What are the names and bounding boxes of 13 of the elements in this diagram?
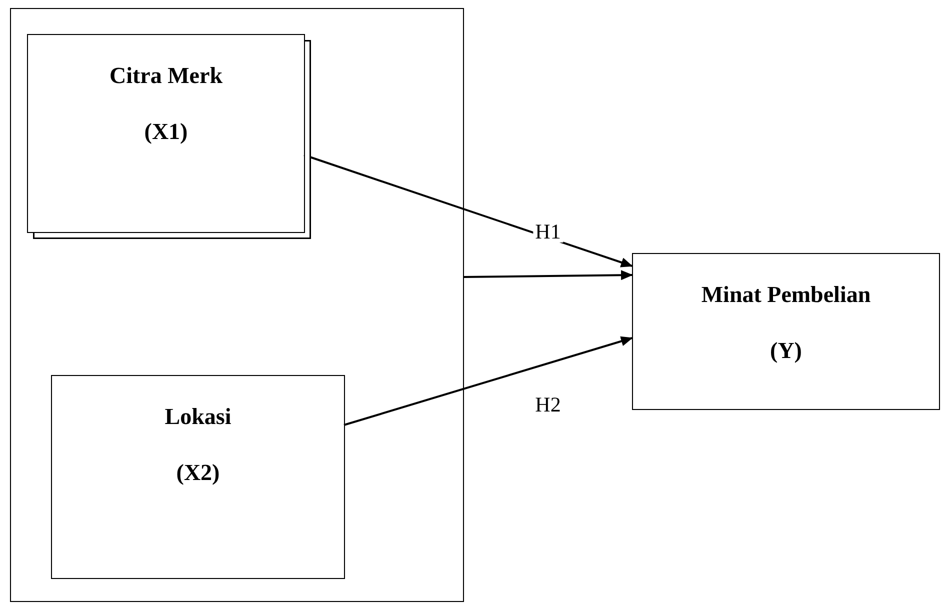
- variable-name: Minat Pembelian: [701, 282, 871, 308]
- variable-code: (X2): [176, 460, 220, 486]
- variable-name: Citra Merk: [109, 63, 223, 89]
- variable-box: [632, 253, 940, 410]
- variable-code: (Y): [770, 338, 802, 364]
- arrow: [344, 336, 633, 426]
- variable-code: (X1): [144, 119, 188, 145]
- edge-label: H1: [533, 222, 563, 242]
- arrow: [464, 270, 633, 280]
- arrow: [304, 154, 633, 268]
- group-box: [10, 8, 464, 602]
- variable-box: [51, 375, 345, 579]
- variable-name: Lokasi: [164, 404, 232, 430]
